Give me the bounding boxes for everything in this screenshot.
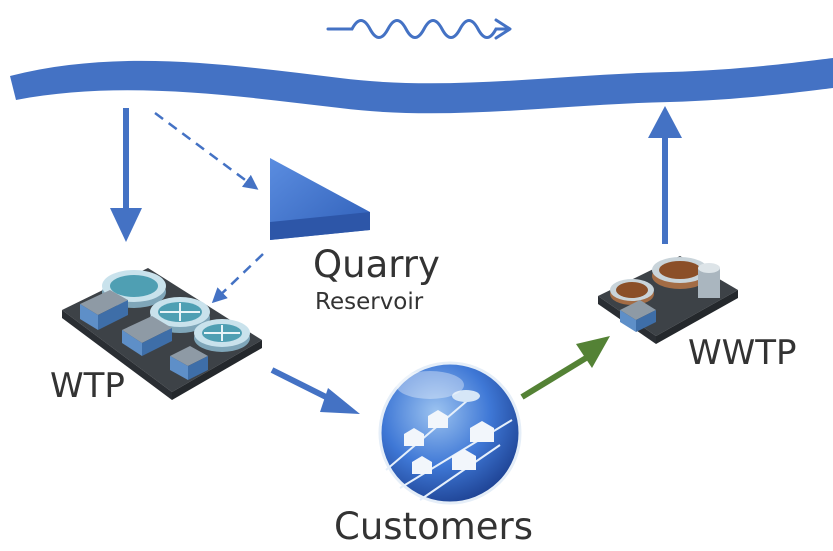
quarry-reservoir-icon <box>270 158 370 240</box>
customers-globe-icon <box>378 361 522 505</box>
wwtp-label: WWTP <box>688 333 797 373</box>
wastewater-treatment-plant-icon <box>598 256 738 344</box>
wtp-to-customers-arrow <box>270 367 360 414</box>
quarry-to-wtp-dashed-arrow <box>211 253 264 304</box>
reservoir-label: Reservoir <box>315 289 424 315</box>
customers-to-wwtp-arrow <box>520 336 610 400</box>
intake-arrow <box>110 108 142 242</box>
river-to-quarry-dashed-arrow <box>154 111 259 190</box>
wavy-arrow-icon <box>326 18 512 40</box>
quarry-label: Quarry <box>313 243 440 286</box>
wtp-label: WTP <box>50 366 125 406</box>
river-band <box>10 58 833 114</box>
water-treatment-plant-icon <box>62 268 262 400</box>
return-to-river-arrow <box>648 106 682 244</box>
customers-label: Customers <box>334 505 534 548</box>
